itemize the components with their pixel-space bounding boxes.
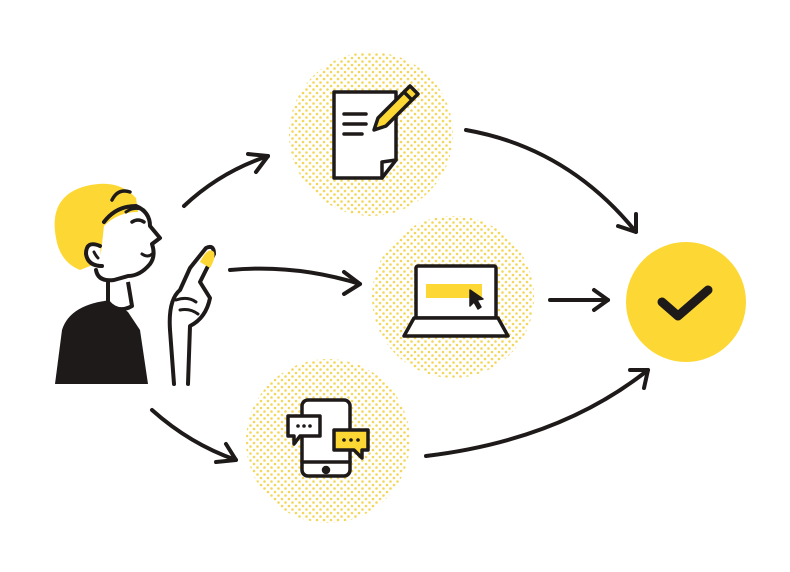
arrow-person-to-document (182, 152, 270, 208)
document-pencil-icon (332, 84, 420, 180)
arrow-person-to-phone (150, 408, 238, 464)
arrow-person-to-laptop (228, 266, 362, 296)
arrow-phone-to-check (424, 368, 650, 458)
arrow-document-to-check (464, 128, 638, 234)
laptop-cursor-icon (402, 264, 510, 338)
person-pointing-icon (54, 183, 216, 386)
checkmark-icon (626, 242, 746, 362)
arrow-laptop-to-check (548, 288, 610, 312)
phone-chat-icon (286, 398, 370, 478)
